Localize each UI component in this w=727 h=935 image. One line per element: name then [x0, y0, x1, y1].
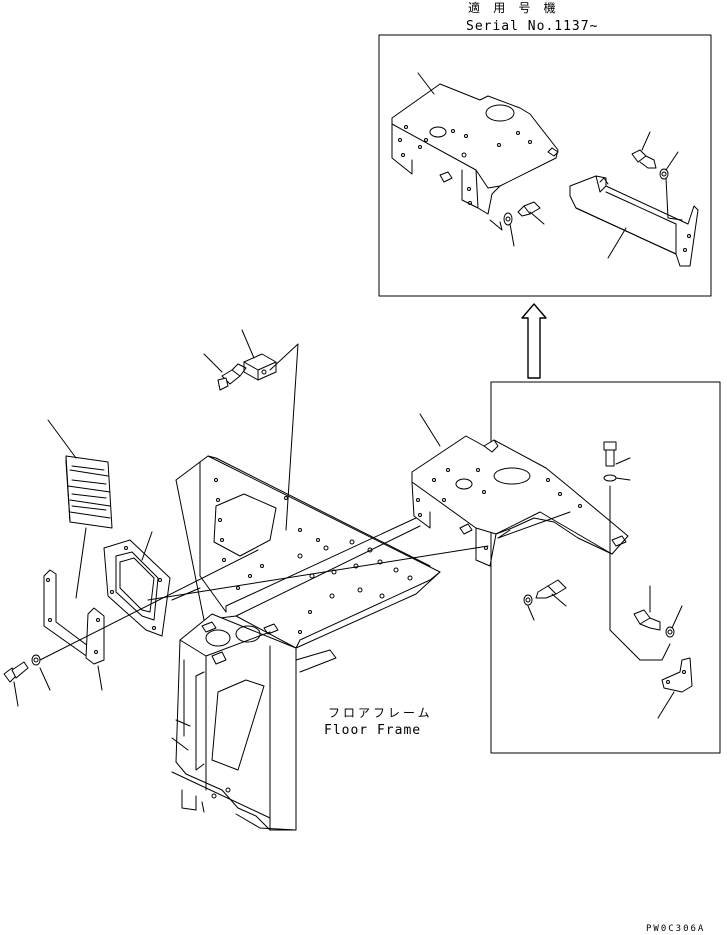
floor-frame-label-en: Floor Frame: [324, 723, 421, 738]
floor-frame: [171, 455, 441, 831]
drawing-code: PW0C306A: [646, 924, 705, 934]
small-bracket-lower: [661, 657, 693, 693]
hold-bracket-right: [85, 607, 105, 665]
floor-frame-label-jp: フロアフレーム: [328, 706, 433, 720]
bolt-lower-box-1: [523, 579, 567, 606]
lower-detail-box: [411, 381, 721, 754]
bolt-top: [217, 363, 247, 391]
spacer-block: [243, 353, 277, 381]
bracket-plate-lower: [411, 435, 629, 567]
upper-detail-box: [378, 34, 712, 297]
bolt-lower-box-vertical: [603, 441, 617, 482]
deck-holes: [214, 478, 413, 634]
filter-element: [65, 455, 113, 529]
bolt-left: [3, 654, 41, 683]
bolt-lower-box-2: [633, 609, 675, 638]
direction-arrow: [521, 303, 547, 379]
bracket-plate-upper: [391, 83, 559, 215]
serial-note-jp: 適 用 号 機: [468, 0, 559, 15]
bolt-upper-box-1: [503, 201, 541, 226]
filter-frame: [103, 539, 171, 637]
channel-bracket-upper: [569, 175, 699, 267]
bolt-upper-box-2: [631, 149, 669, 180]
serial-note-en: Serial No.1137~: [466, 19, 598, 34]
